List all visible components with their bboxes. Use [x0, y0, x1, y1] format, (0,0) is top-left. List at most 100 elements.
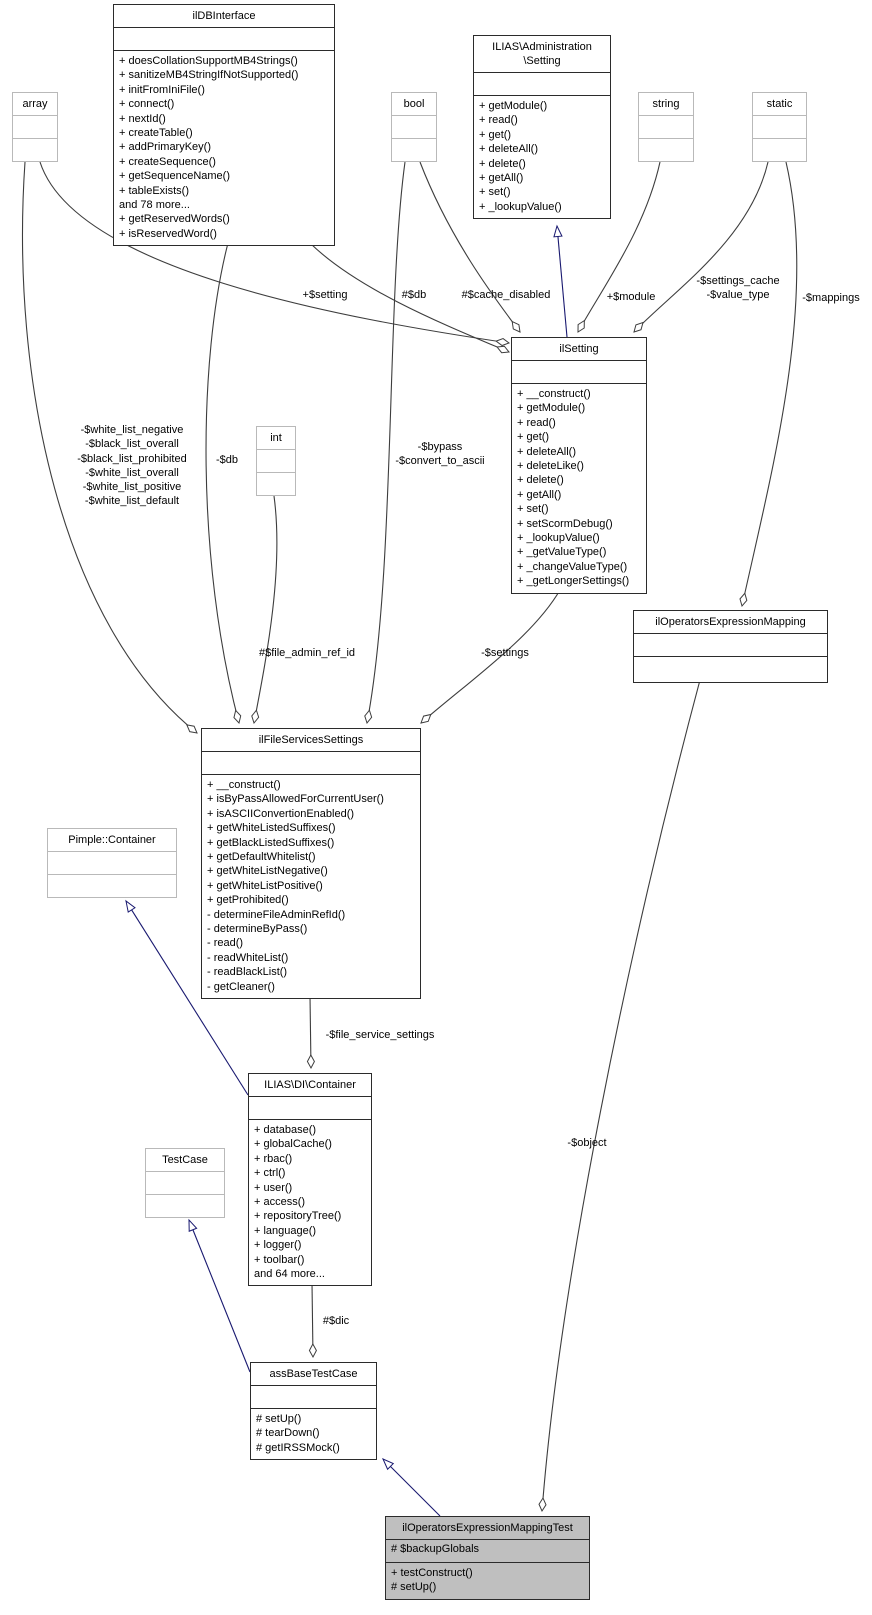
type-string: string	[638, 92, 694, 162]
edge-test-inherits-assbasetestcase	[382, 1458, 441, 1517]
edge-static-to-mapping	[739, 161, 798, 608]
member: - readBlackList()	[207, 966, 288, 979]
class-title: ILIAS\Administration \Setting	[492, 41, 592, 67]
member: + repositoryTree()	[254, 1210, 342, 1223]
edge-label-setting: +$setting	[302, 289, 348, 301]
member: + user()	[254, 1181, 293, 1194]
type-array: array	[12, 92, 58, 162]
class-methods: + getModule()+ read()+ get()+ deleteAll(…	[474, 95, 610, 218]
member: - read()	[207, 937, 244, 950]
class-attributes	[48, 851, 176, 874]
member: + _getValueType()	[517, 546, 607, 559]
class-ilias-administration-setting[interactable]: ILIAS\Administration \Setting + getModul…	[473, 35, 611, 220]
class-title: int	[270, 432, 282, 444]
member: # setUp()	[256, 1413, 302, 1425]
class-iloperatorsexpressionmappingtest[interactable]: ilOperatorsExpressionMappingTest # $back…	[385, 1516, 590, 1600]
edge-label-settings: -$settings	[481, 647, 529, 659]
class-title: ilFileServicesSettings	[258, 734, 364, 746]
class-pimple-container: Pimple::Container	[47, 828, 177, 898]
member: + language()	[254, 1224, 317, 1237]
member: + ctrl()	[254, 1167, 286, 1180]
member: + connect()	[119, 98, 175, 111]
member: + isByPassAllowedForCurrentUser()	[207, 793, 384, 806]
class-methods: # setUp()# tearDown()# getIRSSMock()	[251, 1408, 376, 1459]
edge-dicontainer-to-assbasetestcase	[308, 1282, 317, 1359]
class-attributes	[251, 1385, 376, 1408]
class-attributes	[639, 115, 693, 138]
class-iloperatorsexpressionmapping[interactable]: ilOperatorsExpressionMapping	[633, 610, 828, 683]
member: + deleteAll()	[517, 445, 577, 458]
class-attributes	[114, 27, 334, 50]
type-bool: bool	[391, 92, 437, 162]
class-ilias-di-container[interactable]: ILIAS\DI\Container + database()+ globalC…	[248, 1073, 372, 1287]
class-methods	[48, 874, 176, 897]
edge-label-settings-cache-value-type: -$settings_cache -$value_type	[696, 275, 780, 302]
class-title: static	[766, 98, 793, 110]
edge-label-file-service-settings: -$file_service_settings	[325, 1029, 435, 1041]
class-attributes: # $backupGlobals	[386, 1539, 589, 1562]
member: + getDefaultWhitelist()	[207, 851, 316, 864]
class-ilsetting[interactable]: ilSetting + __construct()+ getModule()+ …	[511, 337, 647, 594]
member: - readWhiteList()	[207, 951, 289, 964]
edge-string-to-ilsetting	[577, 161, 661, 333]
member: + getAll()	[517, 488, 562, 501]
class-ilfileservicessettings[interactable]: ilFileServicesSettings + __construct() + …	[201, 728, 421, 1000]
class-title: array	[22, 98, 48, 110]
class-attributes	[512, 360, 646, 383]
edge-label-object: -$object	[567, 1137, 607, 1149]
member: + getWhiteListPositive()	[207, 879, 323, 892]
member: + rbac()	[254, 1152, 293, 1165]
member: + _lookupValue()	[517, 532, 600, 545]
member: + globalCache()	[254, 1138, 332, 1151]
member: + tableExists()	[119, 184, 189, 197]
member: + toolbar()	[254, 1253, 305, 1266]
member: + getBlackListedSuffixes()	[207, 836, 335, 849]
member: + __construct()	[207, 779, 281, 791]
member: + doesCollationSupportMB4Strings()	[119, 55, 298, 67]
member: + _lookupValue()	[479, 200, 562, 213]
class-methods: + __construct()+ getModule()+ read()+ ge…	[512, 383, 646, 593]
class-attributes	[257, 449, 295, 472]
class-methods	[634, 656, 827, 682]
class-methods	[392, 138, 436, 161]
member: + getReservedWords()	[119, 213, 230, 226]
class-title: Pimple::Container	[68, 834, 156, 846]
member: + delete()	[479, 157, 526, 170]
member: + getModule()	[479, 100, 548, 112]
member: + __construct()	[517, 388, 591, 400]
edge-label-white-lists: -$white_list_negative -$black_list_overa…	[77, 424, 187, 508]
member: + delete()	[517, 474, 564, 487]
edge-bool-to-fileservices	[364, 161, 406, 725]
class-methods	[639, 138, 693, 161]
edge-label-bypass-convert: -$bypass -$convert_to_ascii	[395, 441, 485, 468]
member: + getSequenceName()	[119, 170, 230, 183]
member: - determineByPass()	[207, 923, 308, 936]
member: + isASCIIConvertionEnabled()	[207, 807, 355, 820]
member: # tearDown()	[256, 1427, 320, 1440]
edge-array-to-fileservices	[21, 161, 198, 734]
member: and 64 more...	[254, 1268, 325, 1281]
class-attributes	[249, 1096, 371, 1119]
class-assbasetestcase[interactable]: assBaseTestCase # setUp()# tearDown()# g…	[250, 1362, 377, 1461]
edge-ildbinterface-to-fileservices	[205, 242, 242, 725]
class-attributes	[474, 72, 610, 95]
member: + initFromIniFile()	[119, 83, 205, 96]
member: + getWhiteListedSuffixes()	[207, 822, 336, 835]
member: + logger()	[254, 1239, 302, 1252]
class-methods: + testConstruct()# setUp()	[386, 1562, 589, 1599]
edge-ilsetting-inherits-adminsetting	[553, 224, 568, 338]
edge-label-mappings: -$mappings	[802, 292, 860, 304]
class-title: TestCase	[162, 1154, 208, 1166]
class-methods	[753, 138, 806, 161]
member: # $backupGlobals	[391, 1543, 480, 1555]
edge-int-to-fileservices	[251, 495, 278, 725]
member: # setUp()	[391, 1581, 437, 1594]
class-title: bool	[403, 98, 425, 110]
class-ildbinterface[interactable]: ilDBInterface + doesCollationSupportMB4S…	[113, 4, 335, 247]
member: and 78 more...	[119, 199, 190, 212]
member: + sanitizeMB4StringIfNotSupported()	[119, 69, 299, 82]
edge-label-dic: #$dic	[322, 1315, 350, 1327]
class-attributes	[634, 633, 827, 656]
class-title: ilOperatorsExpressionMappingTest	[402, 1522, 573, 1534]
edge-bool-to-ilsetting	[419, 161, 521, 333]
